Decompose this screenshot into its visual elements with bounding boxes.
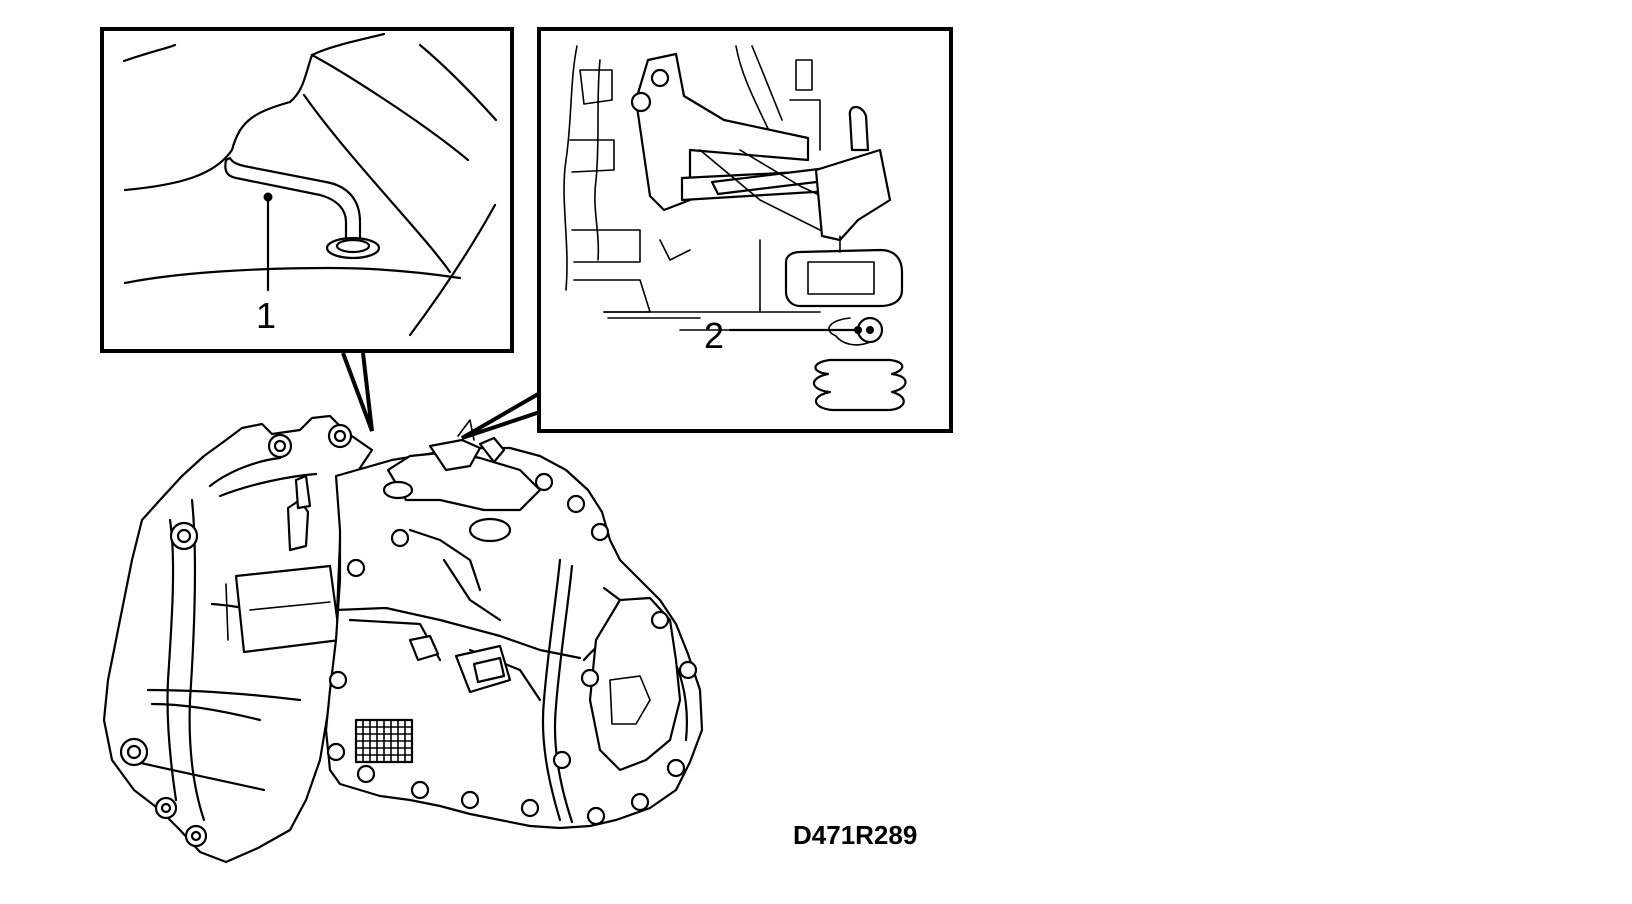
callout-2-label: 2 — [704, 315, 724, 356]
detail-view-breather-hose: 1 — [100, 27, 514, 432]
cable-block — [784, 248, 904, 308]
detail-2-frame — [537, 27, 953, 433]
transmission-assembly — [102, 414, 704, 864]
detail-1-frame — [100, 27, 514, 353]
detail-view-shift-linkage: 2 — [461, 27, 953, 440]
figure-code: D471R289 — [793, 820, 917, 850]
detail-2-pointer — [461, 391, 541, 440]
callout-1-label: 1 — [256, 295, 276, 336]
case-bolts — [326, 472, 698, 826]
detail-1-pointer — [341, 352, 374, 432]
breather-hose — [224, 156, 362, 242]
cable-boot — [812, 358, 907, 412]
